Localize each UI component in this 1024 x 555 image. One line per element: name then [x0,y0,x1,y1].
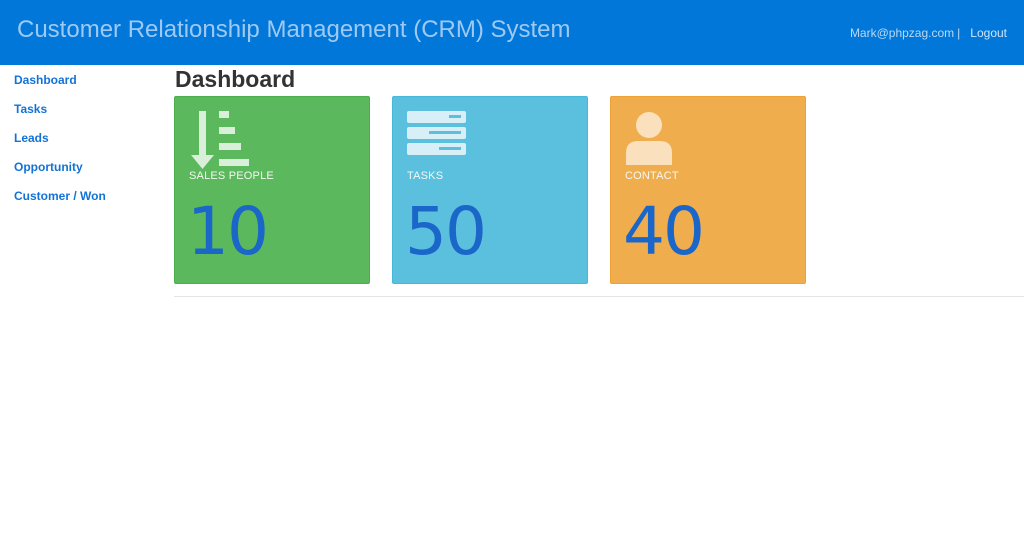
sidebar-item-leads[interactable]: Leads [14,131,49,145]
card-value: 50 [405,193,487,270]
user-icon [625,111,675,170]
card-value: 10 [187,193,269,270]
user-email: Mark@phpzag.com [849,26,955,40]
sidebar-item-dashboard[interactable]: Dashboard [14,73,77,87]
sort-list-icon [189,111,251,178]
contact-card[interactable]: CONTACT 40 [610,96,806,284]
sidebar: Dashboard Tasks Leads Opportunity Custom… [14,73,154,218]
user-separator: | [957,26,961,40]
server-list-icon [407,111,467,166]
card-value: 40 [623,193,705,270]
sidebar-item-customer-won[interactable]: Customer / Won [14,189,106,203]
card-label: TASKS [407,170,444,182]
page-title: Dashboard [175,66,296,92]
card-label: CONTACT [625,170,679,182]
divider [174,296,1024,297]
logout-link[interactable]: Logout [970,26,1007,40]
sidebar-item-tasks[interactable]: Tasks [14,102,48,116]
user-area: Mark@phpzag.com| Logout [850,26,1007,40]
card-label: SALES PEOPLE [189,170,274,182]
sidebar-item-opportunity[interactable]: Opportunity [14,160,83,174]
tasks-card[interactable]: TASKS 50 [392,96,588,284]
sales-people-card[interactable]: SALES PEOPLE 10 [174,96,370,284]
header-bar: Customer Relationship Management (CRM) S… [0,0,1024,65]
app-title: Customer Relationship Management (CRM) S… [17,16,571,43]
